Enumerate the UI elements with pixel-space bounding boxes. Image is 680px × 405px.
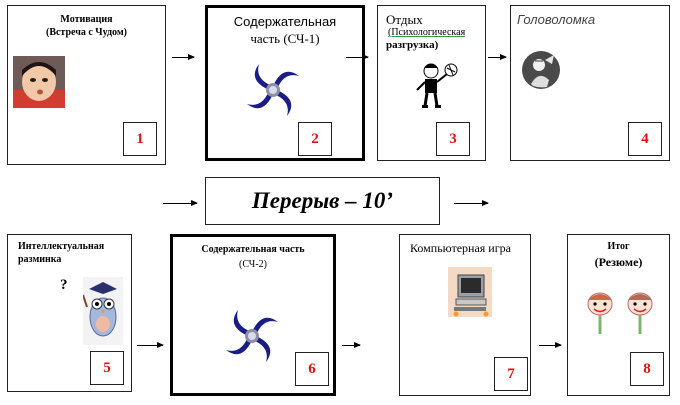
spiral-logo-icon — [226, 310, 278, 362]
stage-3-subtitle: (Психологическая — [388, 27, 466, 38]
stage-6-subtitle: (СЧ-2) — [239, 259, 267, 270]
arrow-to-break — [163, 200, 198, 206]
stage-card-1: Мотивация (Встреча с Чудом) 1 — [7, 5, 166, 165]
computer-icon — [448, 267, 492, 317]
stage-5-title: Интеллектуальная — [18, 241, 105, 252]
arrow-2-3 — [346, 54, 369, 60]
stage-card-5: Интеллектуальная разминка ? 5 — [7, 234, 132, 392]
stage-2-subtitle: часть (СЧ-1) — [250, 31, 320, 46]
stage-1-subtitle: (Встреча с Чудом) — [45, 27, 128, 38]
arrow-5-6 — [137, 342, 164, 348]
stage-4-number: 4 — [628, 122, 662, 156]
stage-6-title: Содержательная часть — [201, 244, 305, 255]
owl-teacher-icon — [83, 277, 123, 345]
stage-2-title: Содержательная — [233, 14, 337, 29]
puzzle-man-icon — [522, 51, 560, 89]
stage-4-title: Головоломка — [517, 12, 596, 27]
stage-card-6: Содержательная часть (СЧ-2) 6 — [170, 234, 336, 396]
stage-card-8: Итог (Резюме) 8 — [567, 234, 670, 396]
stage-3-number: 3 — [436, 122, 470, 156]
arrow-7-8 — [539, 342, 562, 348]
question-mark: ? — [60, 277, 68, 293]
stage-card-4: Головоломка 4 — [510, 5, 670, 161]
stage-6-number: 6 — [295, 352, 329, 386]
stage-7-number: 7 — [494, 357, 528, 391]
stage-card-3: Отдых (Психологическая разгрузка) 3 — [377, 5, 486, 161]
stage-7-title: Компьютерная игра — [410, 241, 511, 255]
smiley-faces-icon — [587, 292, 653, 334]
break-box: Перерыв – 10’ — [205, 177, 440, 225]
stage-1-title: Мотивация — [60, 14, 113, 25]
stage-2-number: 2 — [298, 122, 332, 156]
arrow-from-break — [454, 200, 489, 206]
stage-5-number: 5 — [90, 351, 124, 385]
child-photo — [13, 56, 65, 108]
arrow-3-4 — [488, 54, 507, 60]
stage-3-subtitle-2: разгрузка) — [386, 39, 439, 51]
stage-5-subtitle: разминка — [18, 254, 62, 265]
arrow-6-7 — [342, 342, 361, 348]
stage-card-7: Компьютерная игра 7 — [399, 234, 531, 396]
spiral-logo-icon — [247, 64, 299, 116]
stage-card-2: Содержательная часть (СЧ-1) 2 — [205, 5, 365, 161]
stage-8-number: 8 — [630, 352, 664, 386]
cartoon-boy-ball — [416, 63, 458, 108]
stage-3-title: Отдых — [386, 12, 423, 27]
stage-1-number: 1 — [123, 122, 157, 156]
stage-8-title: Итог — [607, 241, 630, 252]
arrow-1-2 — [172, 54, 195, 60]
stage-8-subtitle: (Резюме) — [594, 255, 643, 269]
